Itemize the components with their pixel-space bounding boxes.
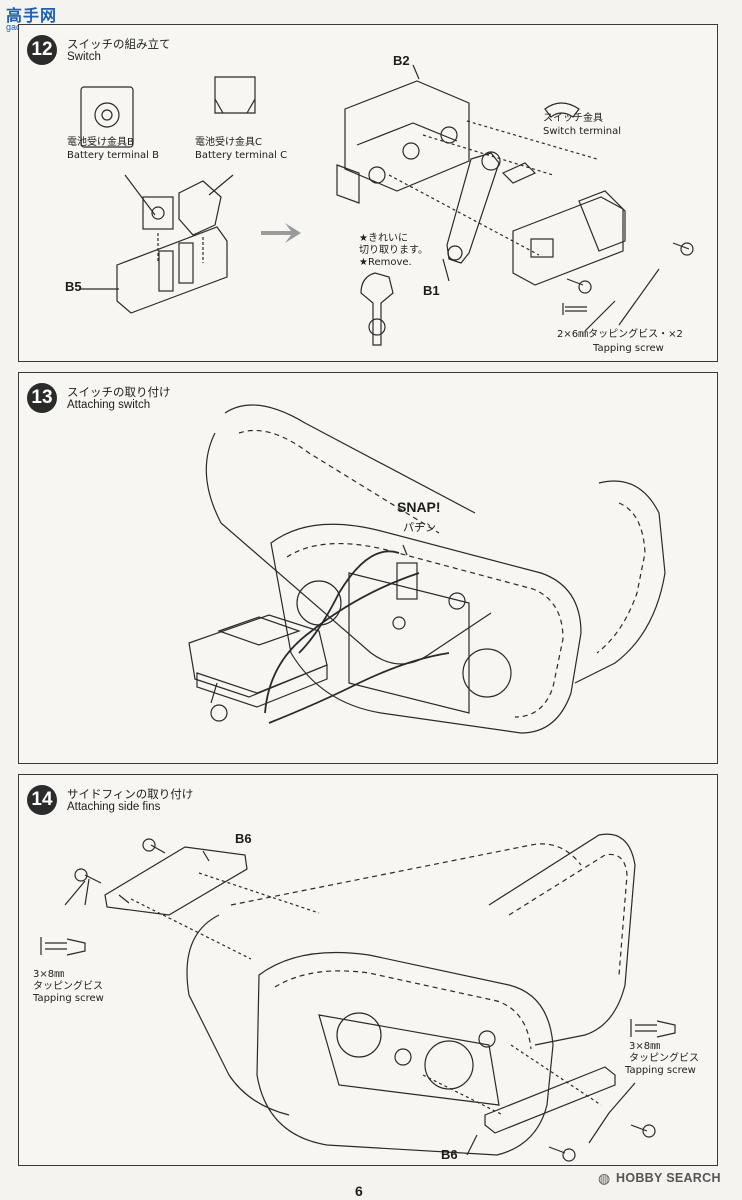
switch-terminal-en: Switch terminal xyxy=(543,126,622,137)
step-13-panel: 13 スイッチの取り付け Attaching switch SNAP! パチン xyxy=(18,372,718,764)
step-title-en: Switch xyxy=(67,51,101,63)
snap-label: SNAP! xyxy=(397,499,441,515)
right-screw-jp: タッピングビス xyxy=(629,1053,699,1064)
step-12-panel: 12 スイッチの組み立て Switch 電池受け金具B Battery term… xyxy=(18,24,718,362)
remove-note-jp-1: ★きれいに xyxy=(359,233,408,244)
step-14-panel: 14 サイドフィンの取り付け Attaching side fins B6 3×… xyxy=(18,774,718,1166)
step-title-jp: スイッチの組み立て xyxy=(67,37,171,51)
battery-terminal-b-en: Battery terminal B xyxy=(67,150,160,161)
left-screw-jp: タッピングビス xyxy=(33,981,103,992)
snap-label-jp: パチン xyxy=(403,521,436,534)
tapping-screw-size-jp: 2×6㎜タッピングビス・×2 xyxy=(557,329,683,340)
left-screw-size: 3×8㎜ xyxy=(33,969,65,980)
part-b2: B2 xyxy=(393,53,410,68)
watermark-cn-text: 高手网 xyxy=(6,6,58,25)
right-screw-en: Tapping screw xyxy=(625,1065,696,1076)
battery-terminal-c-jp: 電池受け金具C xyxy=(195,137,262,148)
battery-terminal-c-en: Battery terminal C xyxy=(195,150,288,161)
remove-note-en: ★Remove. xyxy=(359,257,412,268)
page-number: 6 xyxy=(355,1183,363,1199)
step-title-jp: スイッチの取り付け xyxy=(67,385,171,399)
step-number-badge: 12 xyxy=(27,35,57,65)
hobby-search-watermark: ◍ HOBBY SEARCH xyxy=(598,1170,738,1190)
part-b5: B5 xyxy=(65,279,82,294)
attaching-switch-illustration xyxy=(188,404,666,734)
attaching-side-fins-illustration xyxy=(40,833,676,1162)
step-number-badge: 14 xyxy=(27,785,57,815)
step-title-en: Attaching side fins xyxy=(67,801,161,813)
part-b1: B1 xyxy=(423,283,440,298)
hobby-search-logo-icon: ◍ xyxy=(598,1170,611,1186)
part-b6-upper: B6 xyxy=(235,831,252,846)
switch-terminal-jp: スイッチ金具 xyxy=(543,113,603,124)
right-screw-size: 3×8㎜ xyxy=(629,1041,661,1052)
part-b6-lower: B6 xyxy=(441,1147,458,1162)
hobby-search-text: HOBBY SEARCH xyxy=(616,1171,721,1185)
step-number-badge: 13 xyxy=(27,383,57,413)
switch-assembly-illustration xyxy=(79,64,694,346)
step-title-jp: サイドフィンの取り付け xyxy=(67,787,194,801)
tapping-screw-en: Tapping screw xyxy=(593,343,664,354)
left-screw-en: Tapping screw xyxy=(33,993,104,1004)
step-title-en: Attaching switch xyxy=(67,399,151,411)
remove-note-jp-2: 切り取ります。 xyxy=(359,245,428,256)
battery-terminal-b-jp: 電池受け金具B xyxy=(67,137,134,148)
